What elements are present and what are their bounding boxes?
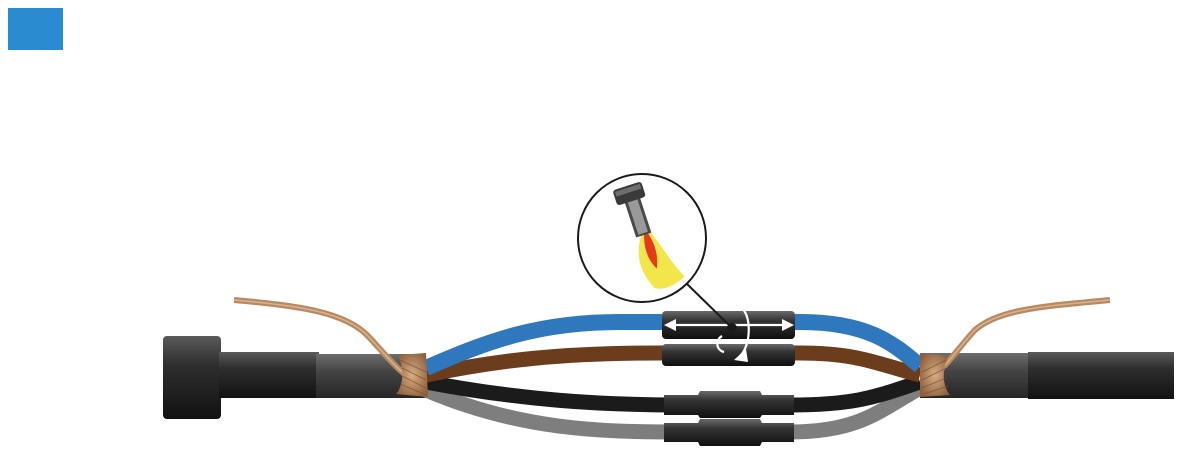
black-core-sleeve (664, 391, 794, 418)
rotate-arrow-icon (716, 304, 750, 362)
callout-anchor-dot (727, 323, 737, 333)
left-cable-end (163, 336, 426, 419)
heat-torch-icon (613, 182, 685, 289)
callout-leader-line (685, 282, 733, 329)
torch-detail-callout (577, 173, 737, 333)
connector-sleeves (662, 311, 795, 446)
grey-core-sleeve (664, 419, 794, 446)
left-end-cap (163, 336, 221, 419)
brown-core (424, 345, 922, 383)
left-outer-sheath (219, 352, 319, 398)
copper-screen (233, 297, 1111, 397)
right-outer-sheath (1028, 352, 1174, 399)
brown-core-sleeve (662, 344, 795, 366)
step-badge-background (8, 8, 63, 50)
blue-core (422, 314, 926, 376)
right-cable-end (920, 352, 1174, 399)
